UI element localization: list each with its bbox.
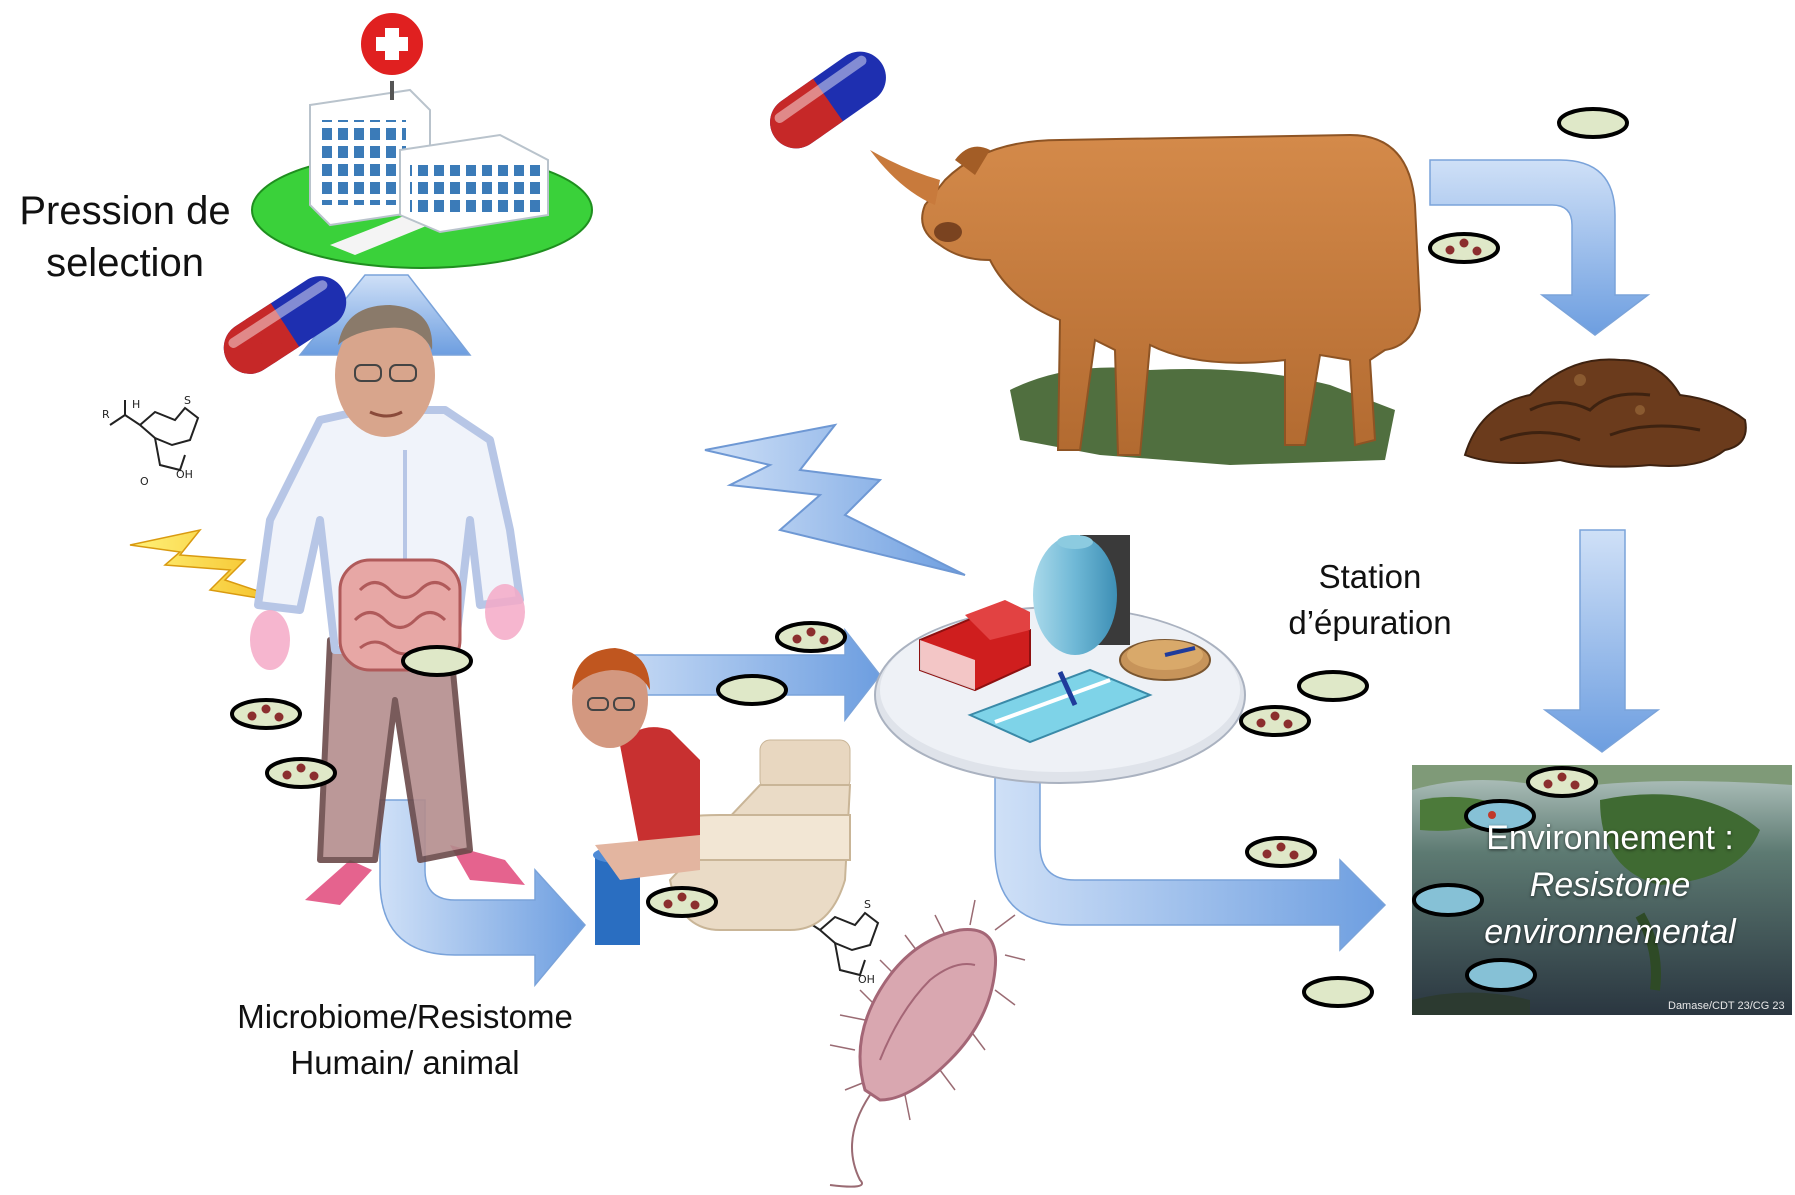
lightning-blue-icon (705, 425, 965, 575)
manure-icon (1465, 359, 1746, 466)
arrow-plant-to-environment (995, 770, 1385, 950)
antibiotic-capsule-icon (760, 41, 896, 158)
hospital-icon (252, 10, 592, 268)
bacterium-icon (1559, 109, 1627, 137)
environment-subtitle-2: environnemental (1440, 909, 1780, 956)
svg-text:S: S (184, 394, 191, 407)
svg-text:O: O (140, 475, 149, 488)
selection-pressure-line-1: Pression de (10, 188, 240, 234)
resistant-bacterium-icon (232, 700, 300, 728)
svg-text:OH: OH (176, 468, 193, 481)
resistant-bacterium-icon (1430, 234, 1498, 262)
resistant-bacterium-icon (1528, 768, 1596, 796)
resistant-bacterium-icon (777, 623, 845, 651)
environment-title: Environnement : (1440, 815, 1780, 862)
treatment-plant-line-2: d’épuration (1265, 604, 1475, 642)
resistant-bacterium-icon (267, 759, 335, 787)
microbiome-line-1: Microbiome/Resistome (200, 998, 610, 1036)
microbiome-line-2: Humain/ animal (200, 1044, 610, 1082)
microbiome-label: Microbiome/Resistome Humain/ animal (200, 998, 610, 1082)
resistant-bacterium-icon (1241, 707, 1309, 735)
treatment-plant-label: Station d’épuration (1265, 558, 1475, 642)
bacterium-icon (1304, 978, 1372, 1006)
environment-subtitle-1: Resistome (1440, 862, 1780, 909)
svg-text:OH: OH (858, 973, 875, 986)
resistant-bacterium-icon (648, 888, 716, 916)
selection-pressure-label: Pression de selection (10, 188, 240, 286)
bacterium-icon (1299, 672, 1367, 700)
treatment-plant-line-1: Station (1265, 558, 1475, 596)
arrow-human-to-toilet (380, 800, 585, 985)
treatment-plant-icon (875, 535, 1245, 783)
environmental-bacterium-icon (1467, 960, 1535, 990)
resistant-bacterium-icon (1247, 838, 1315, 866)
svg-text:S: S (864, 898, 871, 911)
svg-text:R: R (102, 408, 110, 421)
bacterium-icon (403, 647, 471, 675)
arrow-dung-to-environment (1545, 530, 1658, 752)
selection-pressure-line-2: selection (10, 240, 240, 286)
bacterium-illustration-icon (830, 900, 1025, 1187)
beta-lactam-molecule-icon: R H S OH O (102, 394, 198, 488)
environment-caption: Environnement : Resistome environnementa… (1440, 815, 1780, 956)
cow-icon (870, 135, 1420, 465)
bacterium-icon (718, 676, 786, 704)
svg-text:H: H (132, 398, 140, 411)
photo-credit: Damase/CDT 23/CG 23 (1668, 1000, 1785, 1012)
